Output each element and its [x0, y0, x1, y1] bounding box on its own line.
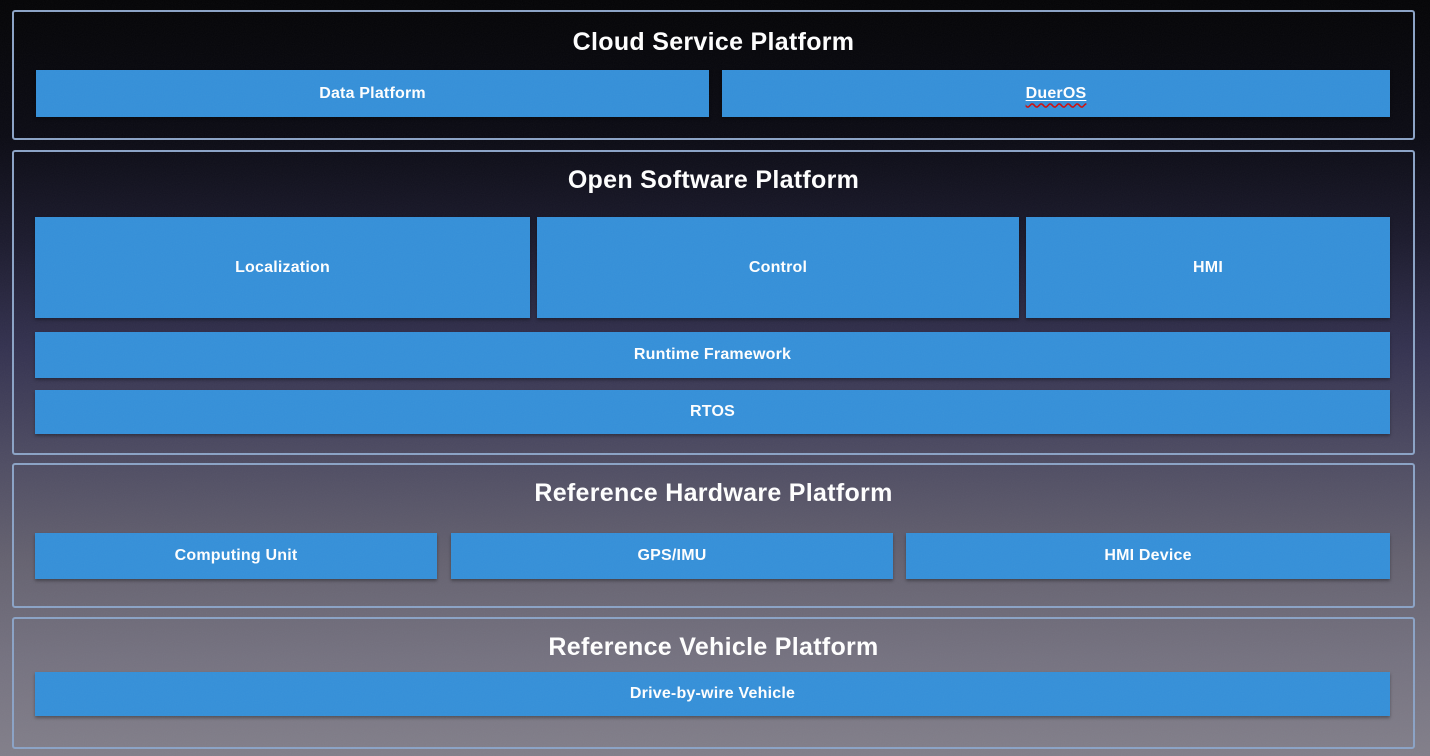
hmi-label: HMI — [1193, 258, 1223, 276]
reference-hardware-platform-section: Reference Hardware Platform Computing Un… — [12, 463, 1415, 608]
reference-vehicle-platform-title: Reference Vehicle Platform — [548, 633, 879, 661]
drive-by-wire-vehicle-label: Drive-by-wire Vehicle — [629, 685, 796, 702]
data-platform-label: Data Platform — [319, 84, 426, 102]
dueros-label: DuerOS — [1025, 84, 1087, 102]
cloud-service-platform-title: Cloud Service Platform — [572, 28, 855, 56]
hmi-device-box: HMI Device — [906, 533, 1390, 579]
drive-by-wire-vehicle-box: Drive-by-wire Vehicle — [35, 672, 1390, 716]
open-software-platform-title: Open Software Platform — [567, 166, 860, 194]
gps-imu-label: GPS/IMU — [637, 547, 707, 564]
rtos-box: RTOS — [35, 390, 1390, 434]
control-label: Control — [748, 258, 808, 276]
hmi-device-label: HMI Device — [1104, 547, 1192, 564]
gps-imu-box: GPS/IMU — [451, 533, 893, 579]
runtime-framework-box: Runtime Framework — [35, 332, 1390, 378]
cloud-service-platform-section: Cloud Service Platform Data Platform Due… — [12, 10, 1415, 140]
localization-box: Localization — [35, 217, 530, 318]
dueros-underline: DuerOS — [1026, 85, 1087, 103]
runtime-framework-label: Runtime Framework — [633, 346, 792, 363]
computing-unit-box: Computing Unit — [35, 533, 437, 579]
hmi-box: HMI — [1026, 217, 1390, 318]
data-platform-box: Data Platform — [36, 70, 709, 117]
rtos-label: RTOS — [690, 403, 735, 420]
dueros-box: DuerOS — [722, 70, 1390, 117]
computing-unit-label: Computing Unit — [174, 547, 298, 564]
localization-label: Localization — [235, 258, 330, 276]
open-software-platform-section: Open Software Platform Localization Cont… — [12, 150, 1415, 455]
reference-vehicle-platform-section: Reference Vehicle Platform Drive-by-wire… — [12, 617, 1415, 749]
control-box: Control — [537, 217, 1019, 318]
reference-hardware-platform-title: Reference Hardware Platform — [534, 479, 893, 507]
